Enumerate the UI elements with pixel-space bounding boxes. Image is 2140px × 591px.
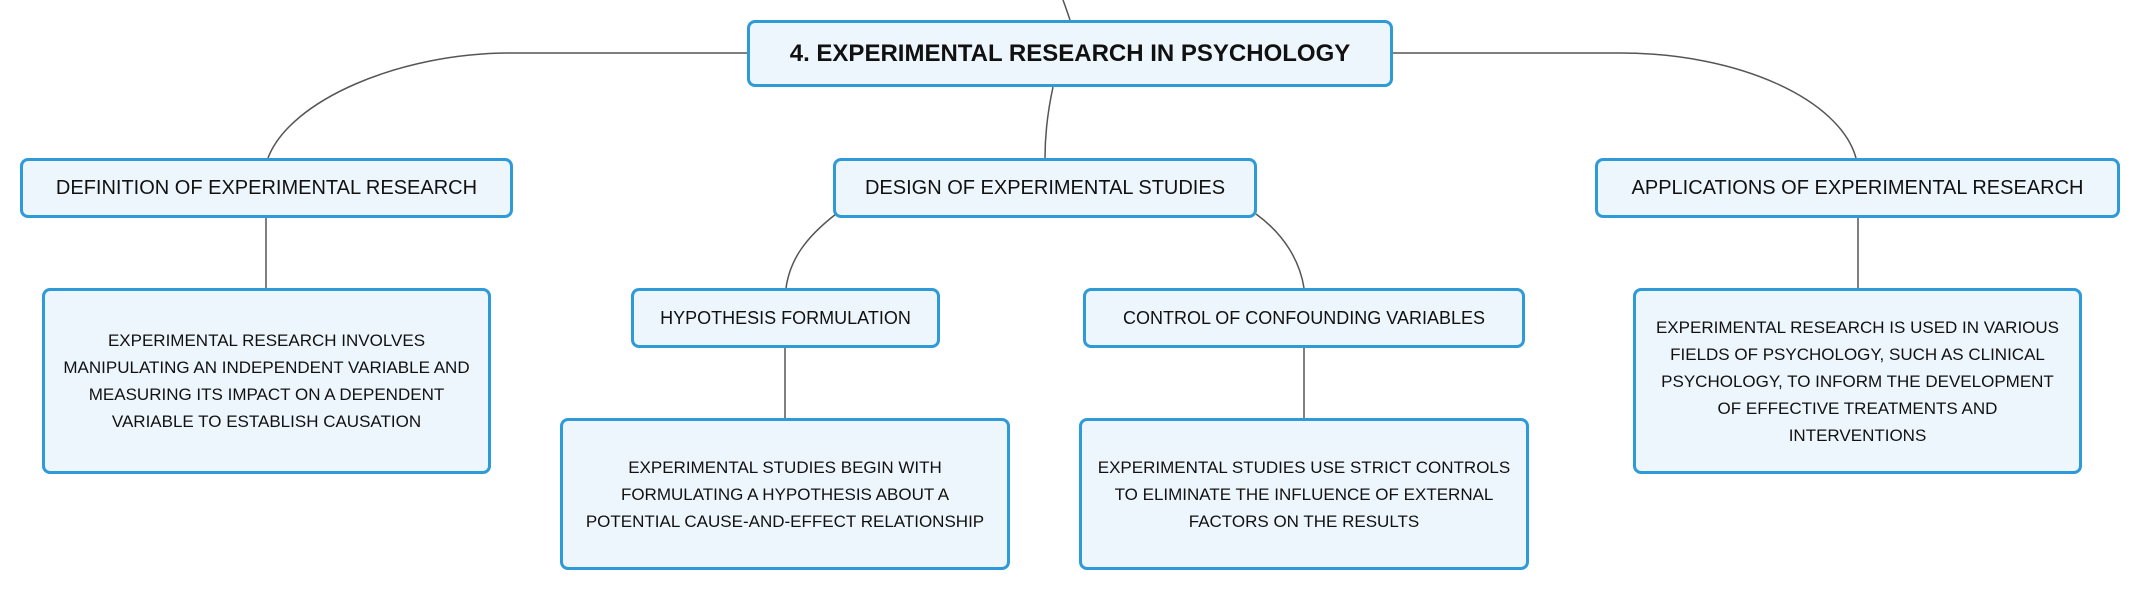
applications-node[interactable]: APPLICATIONS OF EXPERIMENTAL RESEARCH: [1595, 158, 2120, 218]
control-description-node[interactable]: EXPERIMENTAL STUDIES USE STRICT CONTROLS…: [1079, 418, 1529, 570]
control-node[interactable]: CONTROL OF CONFOUNDING VARIABLES: [1083, 288, 1525, 348]
connector-design-to-hypothesis: [785, 213, 837, 289]
definition-node-label: DEFINITION OF EXPERIMENTAL RESEARCH: [55, 176, 478, 199]
applications-description-text: EXPERIMENTAL RESEARCH IS USED IN VARIOUS…: [1655, 317, 2060, 445]
definition-description-node[interactable]: EXPERIMENTAL RESEARCH INVOLVES MANIPULAT…: [42, 288, 491, 474]
root-node-label: 4. EXPERIMENTAL RESEARCH IN PSYCHOLOGY: [789, 39, 1351, 67]
connector-design-to-control: [1255, 213, 1305, 289]
connector-parent-to-root: [1062, 0, 1071, 21]
applications-description-node[interactable]: EXPERIMENTAL RESEARCH IS USED IN VARIOUS…: [1633, 288, 2082, 474]
control-node-label: CONTROL OF CONFOUNDING VARIABLES: [1122, 307, 1486, 328]
design-node-label: DESIGN OF EXPERIMENTAL STUDIES: [864, 176, 1226, 199]
connector-root-to-applications: [1393, 52, 1857, 159]
definition-description-text: EXPERIMENTAL RESEARCH INVOLVES MANIPULAT…: [63, 331, 470, 431]
hypothesis-description-node[interactable]: EXPERIMENTAL STUDIES BEGIN WITH FORMULAT…: [560, 418, 1010, 570]
hypothesis-node[interactable]: HYPOTHESIS FORMULATION: [631, 288, 940, 348]
control-description-text: EXPERIMENTAL STUDIES USE STRICT CONTROLS…: [1097, 457, 1511, 531]
definition-node[interactable]: DEFINITION OF EXPERIMENTAL RESEARCH: [20, 158, 513, 218]
hypothesis-description-text: EXPERIMENTAL STUDIES BEGIN WITH FORMULAT…: [585, 457, 985, 531]
connector-root-to-design: [1044, 86, 1054, 159]
root-node[interactable]: 4. EXPERIMENTAL RESEARCH IN PSYCHOLOGY: [747, 20, 1393, 87]
applications-node-label: APPLICATIONS OF EXPERIMENTAL RESEARCH: [1631, 176, 2084, 199]
hypothesis-node-label: HYPOTHESIS FORMULATION: [660, 307, 911, 328]
connector-root-to-definition: [267, 52, 747, 159]
design-node[interactable]: DESIGN OF EXPERIMENTAL STUDIES: [833, 158, 1257, 218]
